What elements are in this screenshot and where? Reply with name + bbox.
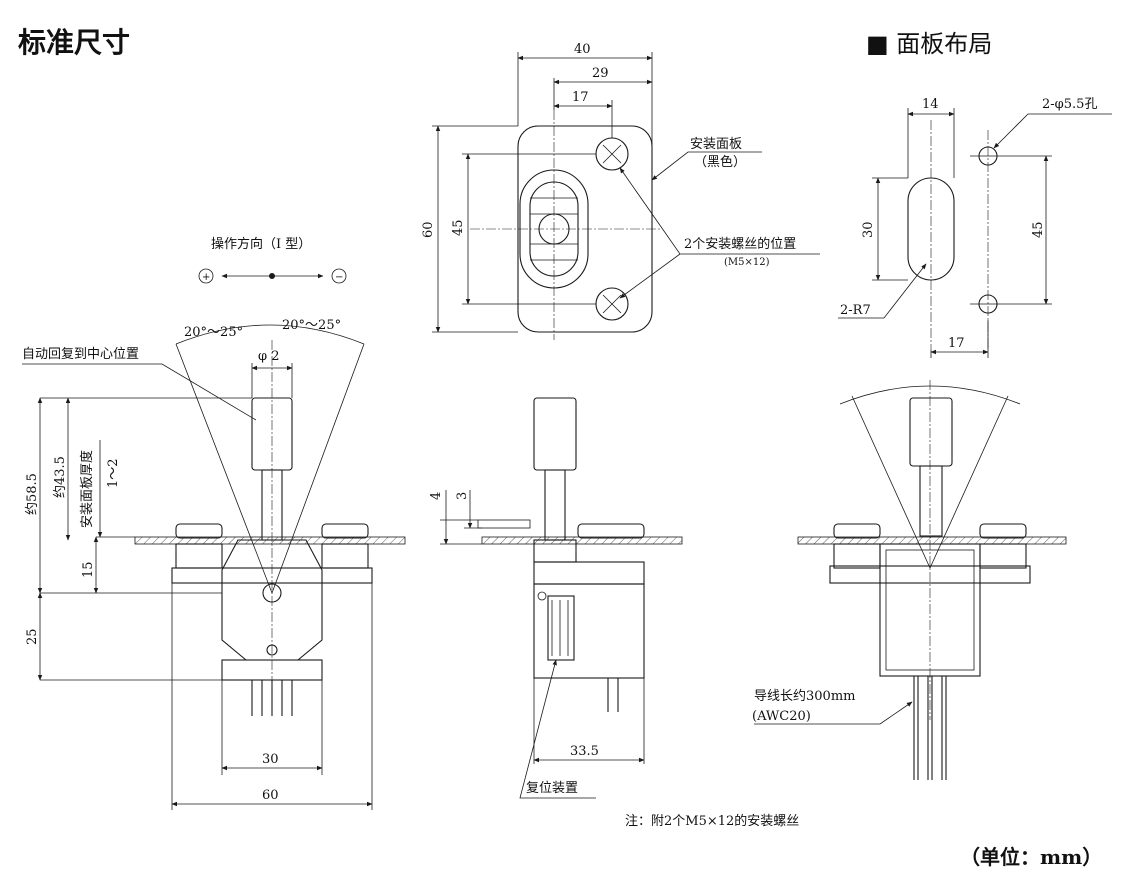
dim-17-panel-label: 17 xyxy=(948,336,965,351)
panel-layout: 14 2-φ5.5孔 30 45 2-R7 17 xyxy=(838,97,1112,358)
minus-circle-icon xyxy=(331,268,347,284)
plus-symbol: + xyxy=(202,272,210,283)
dim-335-label: 33.5 xyxy=(570,744,599,759)
plus-circle-icon xyxy=(198,268,214,284)
screw-right xyxy=(321,523,369,539)
dim-17-label: 17 xyxy=(572,90,589,105)
dim-45-panel-label: 45 xyxy=(1031,221,1046,238)
dim-60-label: 60 xyxy=(262,788,279,803)
dim-29-label: 29 xyxy=(592,66,609,81)
terminal-pins xyxy=(251,680,293,716)
footnote: 注：附2个M5×12的安装螺丝 xyxy=(625,813,799,829)
minus-symbol: − xyxy=(335,272,343,283)
dim-4-label: 4 xyxy=(429,492,444,500)
dim-30-panel-label: 30 xyxy=(861,221,876,238)
dim-3-label: 3 xyxy=(455,492,470,500)
page-title: 标准尺寸 xyxy=(18,26,130,59)
hole-label: 2-φ5.5孔 xyxy=(1042,97,1097,112)
dim-25-label: 25 xyxy=(25,628,40,645)
mount-panel-color-label: （黑色） xyxy=(694,154,746,170)
side-body xyxy=(533,583,645,679)
panel-layout-title: ■ 面板布局 xyxy=(866,30,992,58)
front-view: 操作方向（I 型） + − 20°～25° 20°～25° 自动回复到中心位置 … xyxy=(22,236,406,810)
dim-60v-label: 60 xyxy=(421,221,436,238)
dim-30-label: 30 xyxy=(262,752,279,767)
dim-435-label: 约43.5 xyxy=(53,456,68,498)
awg-label: (AWC20) xyxy=(752,709,811,724)
rear-knob xyxy=(909,397,953,467)
angle-right-label: 20°～25° xyxy=(282,318,341,333)
dim-585-label: 约58.5 xyxy=(25,473,40,515)
rear-body xyxy=(879,543,981,677)
auto-return-leader xyxy=(22,363,257,421)
lead-wire-label: 导线长约300mm xyxy=(754,689,855,704)
screw-position-label: 2个安装螺丝的位置 xyxy=(684,236,796,252)
flange xyxy=(171,567,373,584)
panel-thickness-label: 安装面板厚度 xyxy=(79,450,95,528)
swing-line-right xyxy=(271,343,365,594)
unit-note: （单位：mm） xyxy=(960,845,1102,869)
rear-view: 导线长约300mm (AWC20) xyxy=(752,380,1067,780)
dim-14-label: 14 xyxy=(922,97,939,112)
screw-spec-label: (M5×12) xyxy=(724,257,770,268)
reset-device-label: 复位装置 xyxy=(526,781,578,796)
screw-left xyxy=(175,523,223,539)
mount-panel-label: 安装面板 xyxy=(690,137,742,152)
swing-arc xyxy=(175,324,365,345)
phi2-label: φ 2 xyxy=(258,349,280,364)
r7-label: 2-R7 xyxy=(840,303,871,318)
auto-return-label: 自动回复到中心位置 xyxy=(22,347,139,362)
side-knob xyxy=(533,397,577,471)
dim-45v-label: 45 xyxy=(451,219,466,236)
angle-left-label: 20°～25° xyxy=(184,325,243,340)
pivot-circle xyxy=(262,583,282,603)
thickness-range-label: 1～2 xyxy=(106,458,121,488)
lead-wires xyxy=(913,676,947,780)
side-view: 4 3 33.5 复位装置 xyxy=(429,397,683,799)
top-view: 40 29 17 60 45 安装面板 （黑色） 2个安装螺丝的位置 (M5×1… xyxy=(421,42,820,340)
reset-mechanism xyxy=(547,595,575,661)
dim-40-label: 40 xyxy=(574,42,591,57)
dim-15-label: 15 xyxy=(81,561,96,578)
operation-direction-label: 操作方向（I 型） xyxy=(211,236,311,252)
swing-line-left xyxy=(175,343,273,594)
side-panel-section xyxy=(481,536,683,545)
center-dot xyxy=(269,273,275,279)
